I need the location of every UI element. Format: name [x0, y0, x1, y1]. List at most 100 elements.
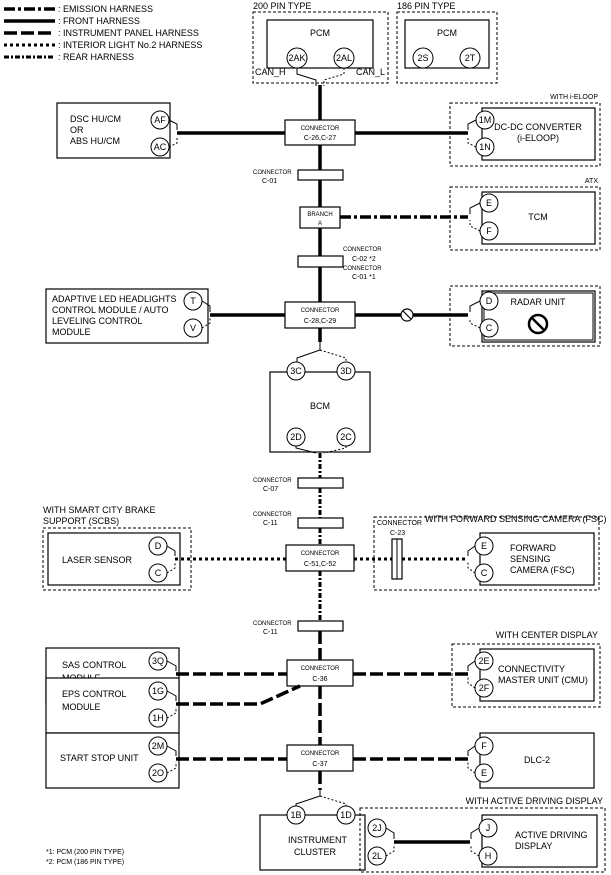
connector-c28-c29: CONNECTOR C-28,C-29 [284, 301, 356, 329]
can-h-label: CAN_H [255, 67, 286, 77]
pcm-200-label: PCM [310, 28, 330, 38]
dcdc-label-2: (i-ELOOP) [517, 133, 559, 143]
connector-id: C-36 [312, 676, 327, 683]
pin-t: T [190, 296, 196, 306]
legend: : EMISSION HARNESS : FRONT HARNESS : INS… [4, 4, 202, 62]
pin-d: D [155, 541, 162, 551]
legend-emission: : EMISSION HARNESS [58, 4, 153, 14]
connector-c23-id: C-23 [390, 530, 405, 537]
connector-id: C-11 [263, 520, 278, 527]
radar-group: RADAR UNIT D C [355, 285, 601, 347]
atx-group-label: ATX [585, 178, 598, 185]
connector-word: CONNECTOR [377, 520, 422, 527]
pcm-200-group: 200 PIN TYPE PCM 2AK 2AL CAN_H CAN_L [252, 1, 389, 86]
pin-1n: 1N [479, 142, 491, 152]
laser-sensor-group: WITH SMART CITY BRAKE SUPPORT (SCBS) LAS… [42, 505, 286, 591]
start-stop-label: START STOP UNIT [60, 753, 139, 763]
note-1: *1: PCM (200 PIN TYPE) [46, 849, 124, 856]
connector-id: C-07 [263, 486, 278, 493]
pin-e: E [481, 541, 487, 551]
connector-word: CONNECTOR [301, 751, 340, 757]
connector-c36: CONNECTOR C-36 [286, 659, 354, 687]
connector-word: CONNECTOR [253, 512, 292, 518]
connector-word: CONNECTOR [301, 551, 340, 557]
pcm-200-group-label: 200 PIN TYPE [253, 1, 311, 11]
note-2: *2: PCM (186 PIN TYPE) [46, 859, 124, 866]
eps-label-1: EPS CONTROL [62, 689, 127, 699]
dsc-module: DSC HU/CM OR ABS HU/CM AF AC [56, 102, 285, 159]
eloop-group-label: WITH i-ELOOP [550, 94, 598, 101]
connector-word: CONNECTOR [301, 666, 340, 672]
pin-c: C [481, 568, 488, 578]
connector-c37: CONNECTOR C-37 [286, 744, 354, 772]
branch-a: BRANCH A [299, 206, 468, 229]
pin-e: E [486, 198, 492, 208]
fsc-label-1: FORWARD [510, 543, 556, 553]
pin-1d: 1D [340, 810, 352, 820]
pcm-186-group-label: 186 PIN TYPE [397, 1, 455, 11]
connector-c11-b: CONNECTOR C-11 [253, 620, 344, 636]
pin-1m: 1M [479, 115, 492, 125]
pin-2c: 2C [340, 432, 352, 442]
pin-c: C [486, 323, 493, 333]
fsc-label-2: SENSING [510, 554, 551, 564]
pin-2e: 2E [478, 656, 489, 666]
sas-label-1: SAS CONTROL [62, 660, 127, 670]
pin-f: F [481, 741, 487, 751]
dlc-2: DLC-2 F E [353, 732, 595, 789]
ic-label-1: INSTRUMENT [288, 835, 347, 845]
dlc-label: DLC-2 [524, 755, 550, 765]
adaptive-label-4: MODULE [52, 327, 91, 337]
dcdc-label-1: DC-DC CONVERTER [494, 122, 582, 132]
pin-d: D [486, 296, 493, 306]
legend-instrument: : INSTRUMENT PANEL HARNESS [58, 28, 199, 38]
connector-id: C-11 [263, 629, 278, 636]
cmu-label-2: MASTER UNIT (CMU) [498, 675, 588, 685]
pin-2d: 2D [290, 432, 302, 442]
pcm-186-group: 186 PIN TYPE PCM 2S 2T [396, 1, 498, 84]
connector-c01: CONNECTOR C-01 [253, 169, 344, 185]
pin-2o: 2O [152, 768, 164, 778]
pin-h: H [485, 851, 492, 861]
adaptive-label-3: LEVELING CONTROL [52, 316, 143, 326]
pcm-200-box [266, 19, 374, 69]
pin-1h: 1H [152, 713, 164, 723]
dsc-label-3: ABS HU/CM [70, 136, 120, 146]
pin-af: AF [154, 115, 166, 125]
adaptive-headlight-module: ADAPTIVE LED HEADLIGHTS CONTROL MODULE /… [45, 288, 285, 344]
fsc-label-3: CAMERA (FSC) [510, 565, 575, 575]
adaptive-label-1: ADAPTIVE LED HEADLIGHTS [52, 294, 177, 304]
connector-id: C-01 [262, 178, 277, 185]
connector-word: CONNECTOR [253, 170, 292, 176]
bcm: BCM 3C 3D 2D 2C [269, 342, 371, 454]
tcm-group: ATX TCM E F [449, 178, 601, 251]
eps-label-2: MODULE [62, 702, 101, 712]
connector-word: CONNECTOR [301, 126, 340, 132]
legend-interior: : INTERIOR LIGHT No.2 HARNESS [58, 40, 202, 50]
connector-c26-c27: CONNECTOR C-26,C-27 [284, 119, 356, 146]
can-l-label: CAN_L [356, 67, 385, 77]
fsc-group-label: WITH FORWARD SENSING CAMERA (FSC) [425, 514, 607, 524]
scbs-group-label-1: WITH SMART CITY BRAKE [43, 505, 156, 515]
pin-2al: 2AL [336, 53, 352, 63]
connector-word: CONNECTOR [253, 478, 292, 484]
branch-label-1: BRANCH [307, 212, 332, 218]
ic-label-2: CLUSTER [294, 847, 337, 857]
tcm-label: TCM [528, 212, 548, 222]
connector-id: C-51,C-52 [304, 561, 336, 568]
pin-2j: 2J [372, 823, 382, 833]
instrument-cluster: INSTRUMENT CLUSTER 1B 1D [259, 790, 366, 871]
pin-3q: 3Q [152, 656, 164, 666]
connector-c51-c52: CONNECTOR C-51,C-52 [285, 544, 355, 572]
pin-2f: 2F [479, 683, 490, 693]
add-label-1: ACTIVE DRIVING [515, 830, 588, 840]
pin-2l: 2L [372, 851, 382, 861]
connector-id: C-37 [312, 761, 327, 768]
branch-label-2: A [318, 221, 322, 227]
connector-c02-c01: CONNECTOR C-02 *2 CONNECTOR C-01 *1 [297, 247, 382, 281]
pcm-186-label: PCM [437, 28, 457, 38]
pin-1g: 1G [152, 686, 164, 696]
cmu-label-1: CONNECTIVITY [498, 664, 565, 674]
